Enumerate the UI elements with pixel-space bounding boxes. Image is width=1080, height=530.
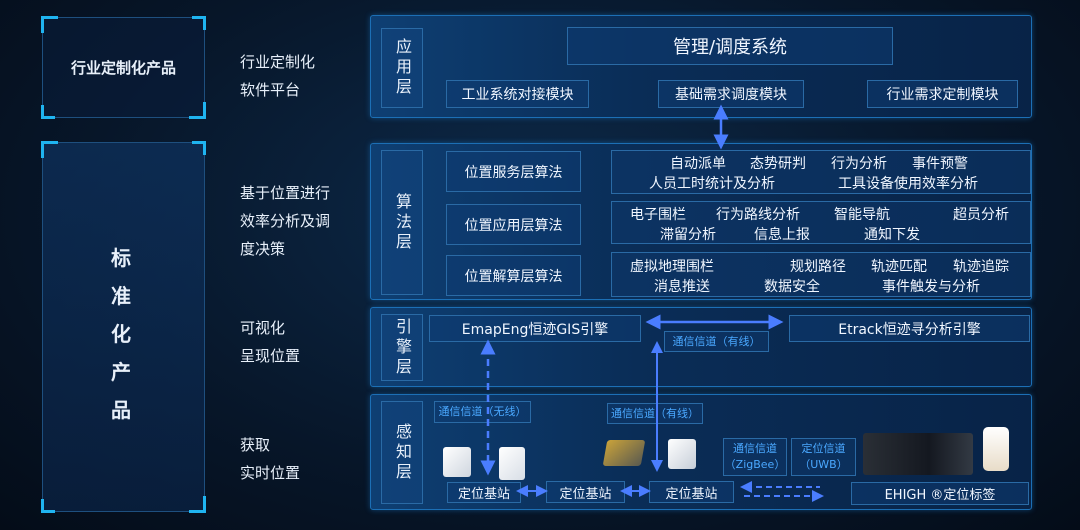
standard-product-label: 标准化产品: [111, 246, 131, 422]
algo-item: 自动派单: [670, 156, 726, 172]
tag-devices-image: [863, 433, 973, 475]
description-line: 实时位置: [240, 464, 301, 482]
algo-item: 轨迹匹配: [871, 259, 927, 275]
engine-layer-panel: 引擎层 EmapEng恒迹GIS引擎 Etrack恒迹寻分析引擎 通信信道（有线…: [370, 307, 1032, 387]
description-realtime: 获取 实时位置: [240, 431, 300, 487]
description-line: 可视化: [240, 319, 286, 337]
description-visual: 可视化 呈现位置: [240, 314, 300, 370]
algo-item: 智能导航: [834, 207, 890, 223]
channel-zigbee-line: （ZigBee）: [724, 458, 786, 471]
standard-product-box: 标准化产品: [41, 141, 206, 513]
algo-item: 事件触发与分析: [882, 279, 980, 295]
algo-layer-label: 算法层: [381, 150, 423, 295]
engine-channel-wired: 通信信道（有线）: [664, 331, 769, 352]
algo-item: 消息推送: [654, 279, 710, 295]
description-line: 呈现位置: [240, 347, 301, 365]
algo-item: 行为分析: [831, 156, 887, 172]
channel-uwb-line: 定位信道: [801, 442, 846, 455]
module-custom: 行业需求定制模块: [867, 80, 1018, 108]
explosion-proof-station-image: [602, 440, 646, 466]
description-line: 度决策: [240, 240, 286, 258]
management-system: 管理/调度系统: [567, 27, 893, 65]
base-station-image: [499, 447, 525, 480]
algo-application-items: 电子围栏 行为路线分析 智能导航 超员分析 滞留分析 信息上报 通知下发: [611, 201, 1031, 244]
algo-service-items: 自动派单 态势研判 行为分析 事件预警 人员工时统计及分析 工具设备使用效率分析: [611, 150, 1031, 194]
description-line: 获取: [240, 436, 271, 454]
algo-item: 滞留分析: [660, 227, 716, 243]
algo-item: 轨迹追踪: [953, 259, 1009, 275]
channel-uwb: 定位信道 （UWB）: [791, 438, 856, 476]
algo-application: 位置应用层算法: [446, 204, 581, 245]
description-line: 效率分析及调: [240, 212, 331, 230]
algo-item: 信息上报: [754, 227, 810, 243]
description-custom: 行业定制化 软件平台: [240, 48, 315, 104]
app-layer-label: 应用层: [381, 28, 423, 108]
channel-wired: 通信信道（有线）: [607, 403, 703, 424]
channel-wireless: 通信信道（无线）: [434, 401, 531, 423]
algo-calculation-items: 虚拟地理围栏 规划路径 轨迹匹配 轨迹追踪 消息推送 数据安全 事件触发与分析: [611, 252, 1031, 297]
base-station-2: 定位基站: [546, 481, 625, 503]
channel-uwb-line: （UWB）: [799, 458, 848, 471]
algo-item: 行为路线分析: [716, 207, 800, 223]
app-layer-panel: 应用层 管理/调度系统 工业系统对接模块 基础需求调度模块 行业需求定制模块: [370, 15, 1032, 118]
description-line: 行业定制化: [240, 53, 316, 71]
description-analysis: 基于位置进行 效率分析及调 度决策: [240, 179, 330, 263]
algo-item: 数据安全: [764, 279, 820, 295]
algo-item: 态势研判: [750, 156, 806, 172]
module-basic: 基础需求调度模块: [658, 80, 804, 108]
perception-layer-panel: 感知层 通信信道（无线） 通信信道（有线） 通信信道 （ZigBee） 定位信道…: [370, 394, 1032, 510]
algo-item: 超员分析: [953, 207, 1009, 223]
badge-tag-image: [983, 427, 1009, 471]
channel-zigbee: 通信信道 （ZigBee）: [723, 438, 787, 476]
track-engine: Etrack恒迹寻分析引擎: [789, 315, 1030, 342]
algo-item: 电子围栏: [630, 207, 686, 223]
algo-item: 事件预警: [912, 156, 968, 172]
algo-item: 通知下发: [864, 227, 920, 243]
algo-item: 规划路径: [790, 259, 846, 275]
algo-layer-panel: 算法层 位置服务层算法 位置应用层算法 位置解算层算法 自动派单 态势研判 行为…: [370, 143, 1032, 300]
custom-product-box: 行业定制化产品: [41, 16, 206, 119]
base-station-image: [443, 447, 471, 477]
outdoor-station-image: [668, 439, 696, 469]
base-station-3: 定位基站: [649, 481, 734, 503]
gis-engine: EmapEng恒迹GIS引擎: [429, 315, 641, 342]
custom-product-label: 行业定制化产品: [70, 59, 176, 77]
algo-item: 虚拟地理围栏: [630, 259, 714, 275]
algo-item: 工具设备使用效率分析: [838, 176, 978, 192]
positioning-tag: EHIGH ®定位标签: [851, 482, 1029, 505]
algo-calculation: 位置解算层算法: [446, 255, 581, 296]
channel-zigbee-line: 通信信道: [733, 442, 777, 455]
module-industrial: 工业系统对接模块: [446, 80, 589, 108]
algo-item: 人员工时统计及分析: [649, 176, 775, 192]
description-line: 基于位置进行: [240, 184, 331, 202]
algo-service: 位置服务层算法: [446, 151, 581, 192]
base-station-1: 定位基站: [447, 482, 521, 503]
engine-layer-label: 引擎层: [381, 314, 423, 381]
description-line: 软件平台: [240, 81, 301, 99]
perception-layer-label: 感知层: [381, 401, 423, 504]
